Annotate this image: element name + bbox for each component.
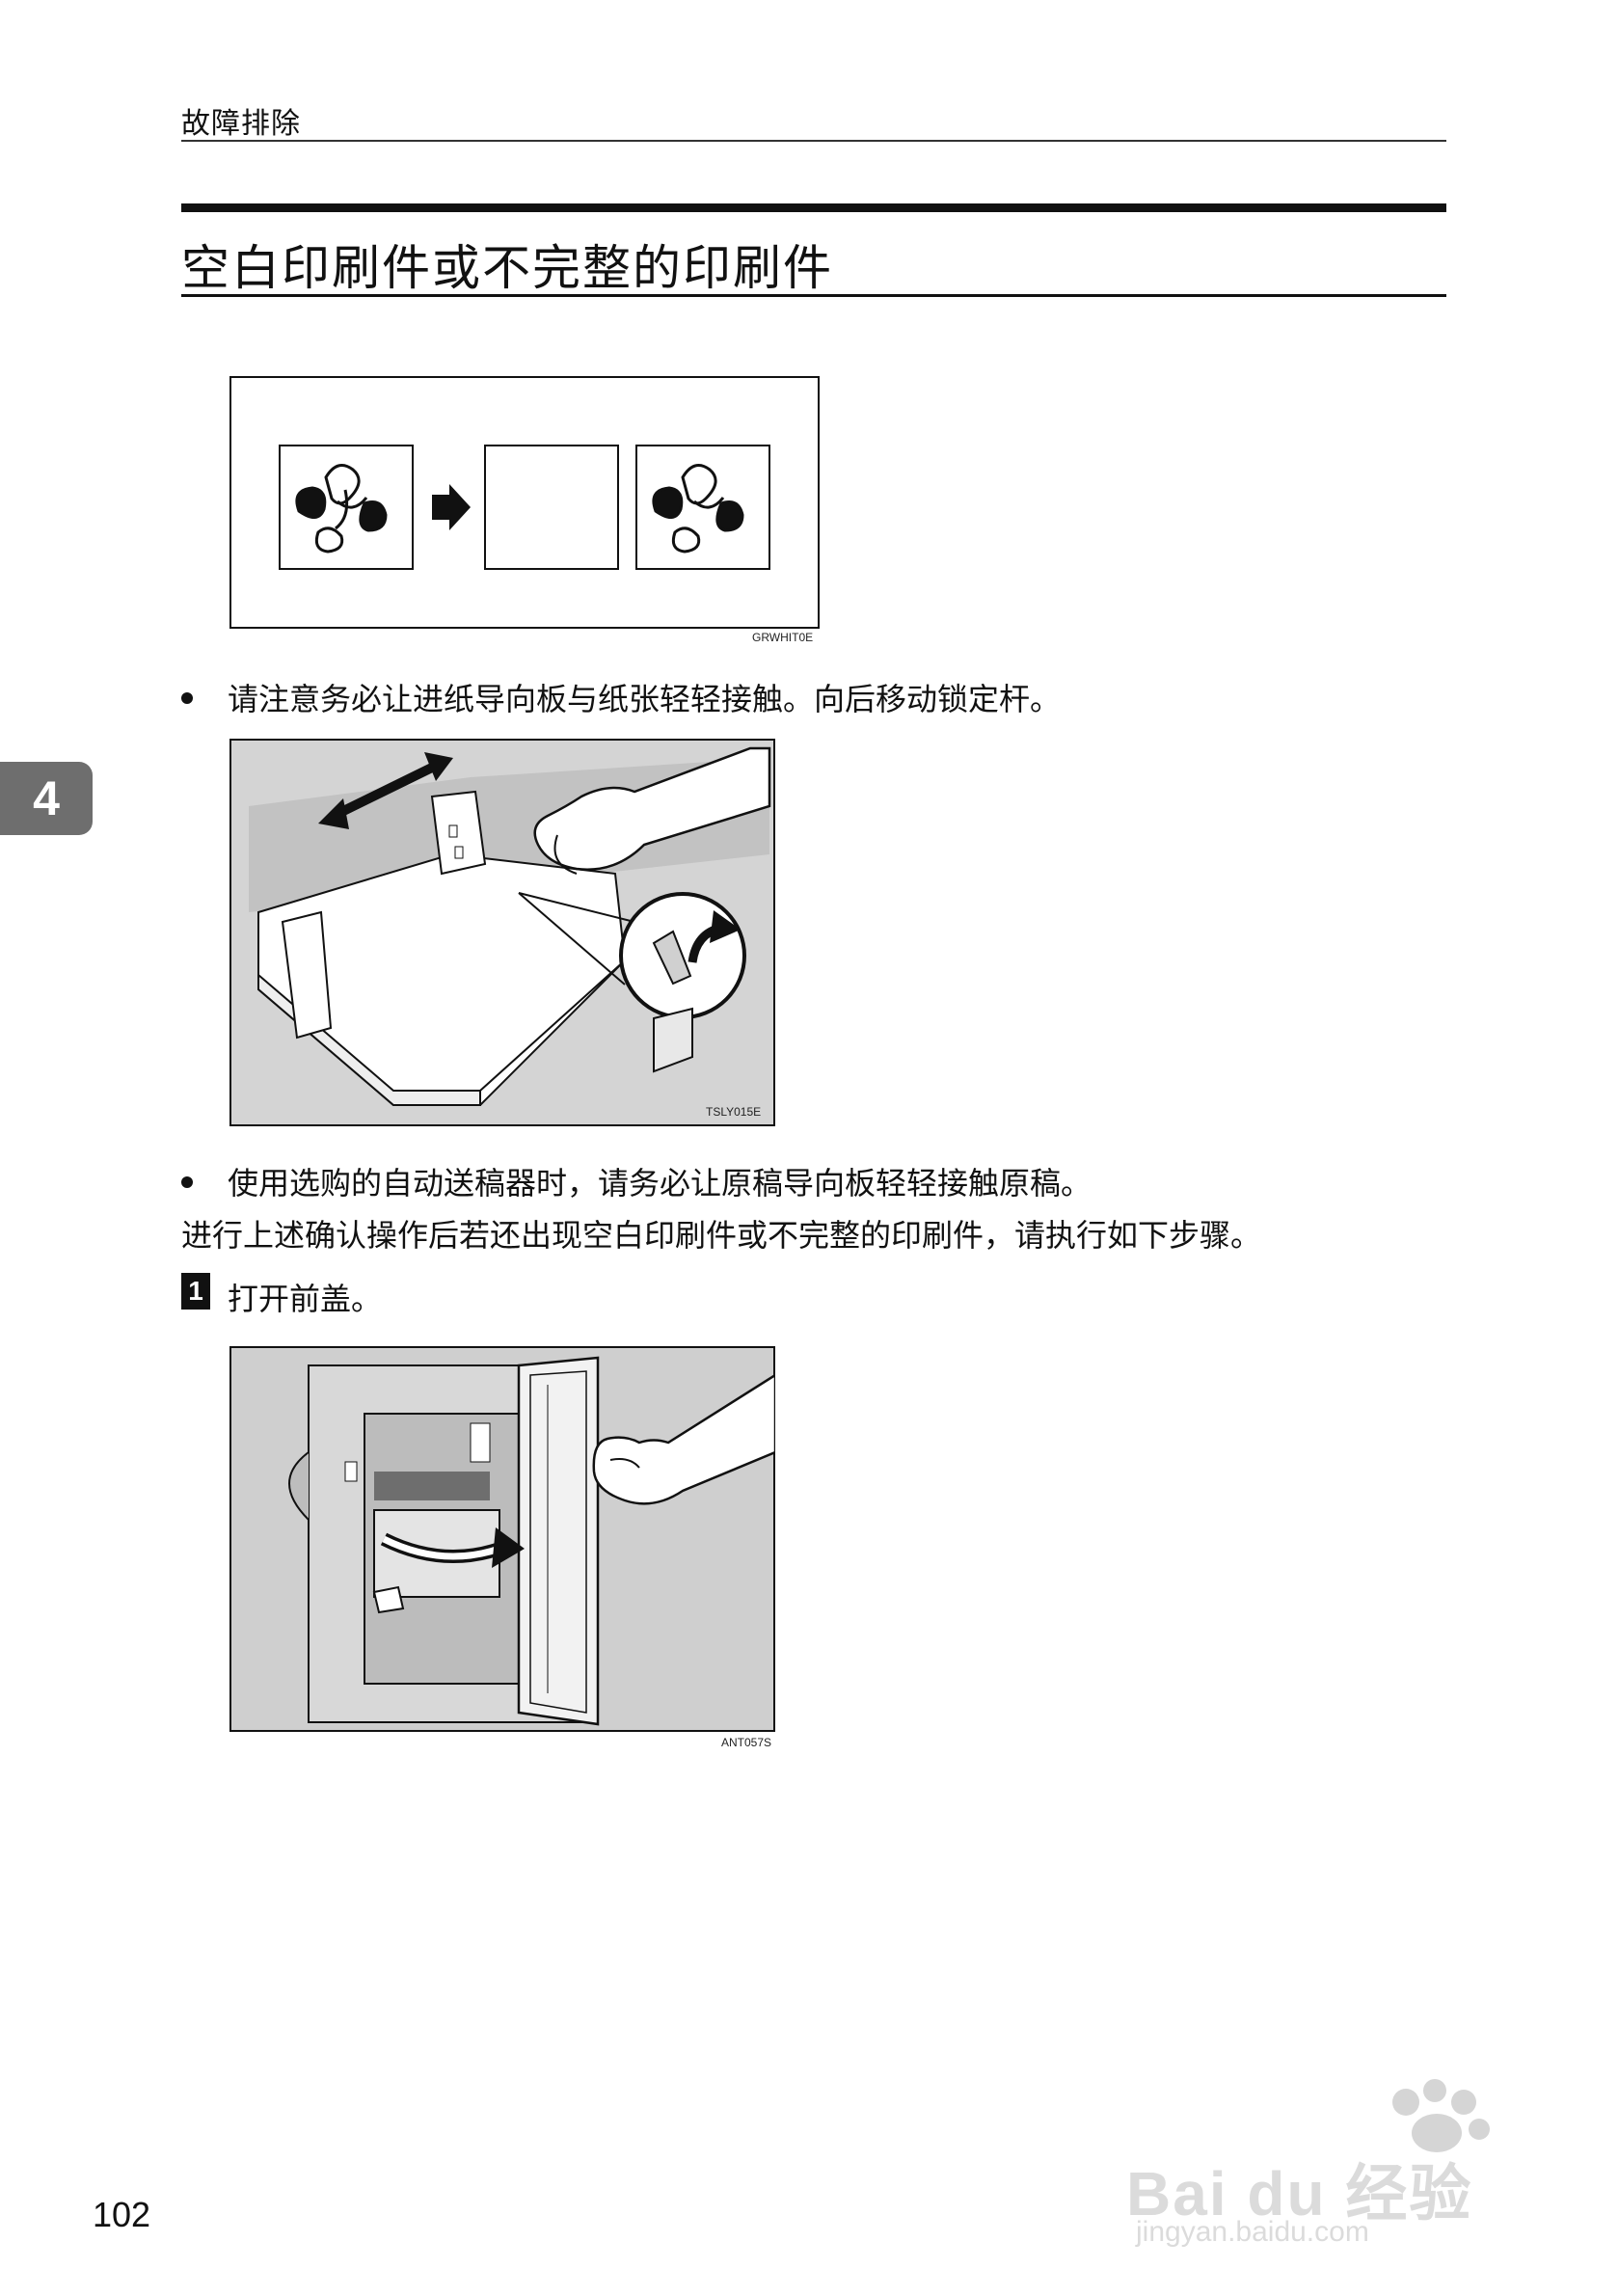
figure-code: GRWHIT0E <box>752 631 814 644</box>
arrow-right-icon <box>432 484 471 530</box>
hand-illustration <box>592 1373 775 1505</box>
instruction-paragraph: 进行上述确认操作后若还出现空白印刷件或不完整的印刷件，请执行如下步骤。 <box>181 1217 1262 1254</box>
figure-blank-print <box>229 376 820 629</box>
step-text: 打开前盖。 <box>228 1281 383 1317</box>
figure-paper-guide <box>229 739 775 1126</box>
title-rule-bottom <box>181 294 1446 297</box>
section-header: 故障排除 <box>181 107 301 141</box>
header-rule <box>181 140 1446 142</box>
title-rule-top <box>181 203 1446 212</box>
bullet-dot <box>181 692 193 704</box>
original-sheet-icon <box>279 445 414 570</box>
page-title: 空白印刷件或不完整的印刷件 <box>181 240 833 296</box>
bullet-dot <box>181 1176 193 1188</box>
curved-arrow-icon <box>380 1527 525 1568</box>
figure-code: TSLY015E <box>706 1105 762 1119</box>
page-number: 102 <box>93 2195 151 2234</box>
figure-code: ANT057S <box>721 1736 772 1749</box>
figure-open-front-cover <box>229 1346 775 1732</box>
step-number-badge: 1 <box>181 1273 210 1310</box>
bullet-text: 使用选购的自动送稿器时，请务必让原稿导向板轻轻接触原稿。 <box>228 1165 1092 1202</box>
watermark-brand: Bai du 经验 <box>1126 2159 1473 2228</box>
hand-illustration <box>533 746 771 875</box>
blank-sheet-icon <box>484 445 619 570</box>
double-arrow-icon <box>318 752 453 829</box>
bullet-text: 请注意务必让进纸导向板与纸张轻轻接触。向后移动锁定杆。 <box>228 681 1062 717</box>
baidu-paw-icon <box>1392 2079 1490 2152</box>
watermark: Bai du 经验 jingyan.baidu.com <box>1126 2073 1522 2248</box>
incomplete-sheet-icon <box>635 445 770 570</box>
watermark-url: jingyan.baidu.com <box>1136 2216 1369 2248</box>
chapter-tab: 4 <box>0 762 93 835</box>
